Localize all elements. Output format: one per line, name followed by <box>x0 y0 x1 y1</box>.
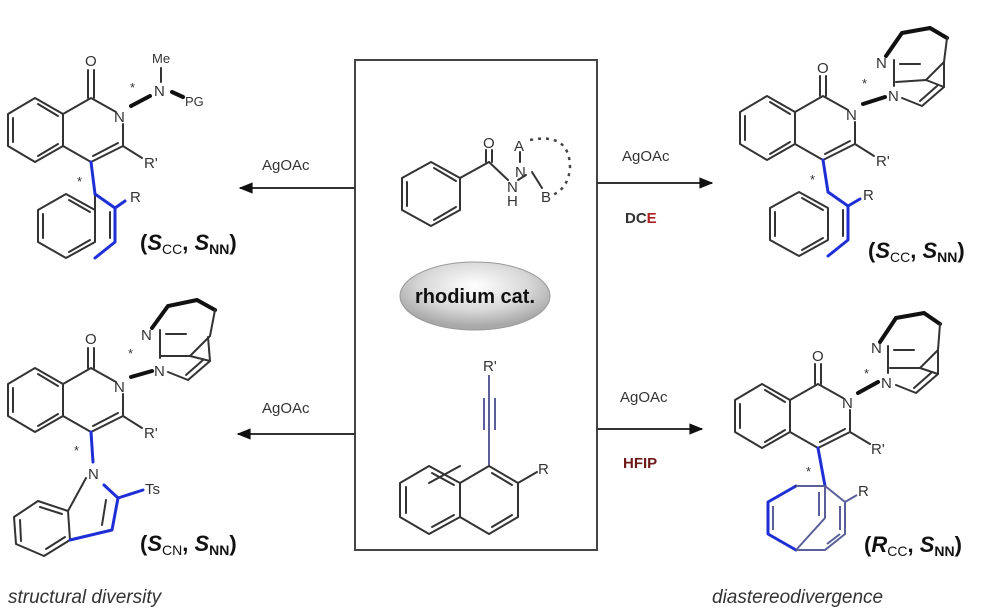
stereo-star: * <box>862 76 867 91</box>
stereo-configuration: (RCC, SNN) <box>864 532 962 559</box>
product-top-right: O N * N N R' * R (SCC, SNN) <box>739 25 965 265</box>
config-second: S <box>194 531 209 556</box>
atom-PG: PG <box>185 94 204 109</box>
atom-N-pyridine: N <box>141 327 152 344</box>
solvent-label-HFIP: HFIP <box>623 455 657 472</box>
atom-N-pyrrole: N <box>154 363 165 380</box>
stereo-configuration: (SCN, SNN) <box>140 531 237 558</box>
arrow-bottom-left: AgOAc <box>236 400 355 440</box>
atom-O: O <box>817 60 829 77</box>
atom-Me: Me <box>152 51 170 66</box>
config-first-sub: CC <box>162 241 182 257</box>
substrate-benzohydrazide: O N H N A B <box>401 135 572 227</box>
atom-N: N <box>154 83 165 100</box>
stereo-star: * <box>810 172 815 187</box>
stereo-star: * <box>806 464 811 479</box>
ring-dashed-arc <box>529 137 572 198</box>
atom-R: R <box>858 483 869 500</box>
config-second-sub: NN <box>209 241 229 257</box>
atom-R: R <box>130 189 141 206</box>
solvent-label-DCE: DCE <box>625 210 657 227</box>
product-top-left: O N * N Me PG R' * R (SCC, SNN) <box>7 51 237 260</box>
atom-O: O <box>483 135 495 152</box>
reagent-label: AgOAc <box>622 148 670 165</box>
atom-N: N <box>842 395 853 412</box>
config-second-sub: NN <box>209 542 229 558</box>
reagent-label: AgOAc <box>262 157 310 174</box>
solvent-text-highlight: E <box>647 210 657 227</box>
atom-N: N <box>846 107 857 124</box>
catalyst-label: rhodium cat. <box>415 286 535 308</box>
config-second-sub: NN <box>934 543 954 559</box>
reagent-label: AgOAc <box>262 400 310 417</box>
stereo-star: * <box>128 346 133 361</box>
atom-N-pyrrole: N <box>881 375 892 392</box>
atom-Rprime: R' <box>144 425 158 442</box>
config-first-sub: CC <box>890 249 910 265</box>
config-second: S <box>194 230 209 255</box>
atom-O: O <box>812 348 824 365</box>
atom-Rprime: R' <box>871 441 885 458</box>
config-second: S <box>920 532 935 557</box>
config-second-sub: NN <box>937 249 957 265</box>
stereo-configuration: (SCC, SNN) <box>140 230 237 257</box>
atom-Rprime: R' <box>144 155 158 172</box>
atom-Rprime: R' <box>876 153 890 170</box>
atom-O: O <box>85 53 97 70</box>
stereo-star: * <box>864 366 869 381</box>
config-first: S <box>875 238 890 263</box>
config-first: R <box>871 532 887 557</box>
atom-N-pyrrole: N <box>888 88 899 105</box>
atom-R: R <box>863 187 874 204</box>
caption-diastereodivergence: diastereodivergence <box>712 587 883 608</box>
atom-N: N <box>515 164 526 181</box>
atom-A: A <box>514 138 524 155</box>
product-bottom-left: O N * N N R' * N Ts (SCN, SNN) <box>7 297 237 558</box>
center-box: O N H N A B rhodium cat. R' R <box>354 59 598 551</box>
atom-Rprime: R' <box>483 358 497 375</box>
config-first: S <box>147 230 162 255</box>
catalyst-badge: rhodium cat. <box>399 261 551 331</box>
reagent-box-frame <box>354 59 598 551</box>
reagent-label: AgOAc <box>620 389 668 406</box>
stereo-star: * <box>74 443 79 458</box>
atom-O: O <box>85 331 97 348</box>
atom-N: N <box>114 379 125 396</box>
config-first: S <box>147 531 162 556</box>
config-first-sub: CC <box>887 543 907 559</box>
caption-structural-diversity: structural diversity <box>8 587 163 608</box>
atom-N: N <box>114 109 125 126</box>
stereo-star: * <box>77 174 82 189</box>
product-bottom-right: O N * N N R' * R (RCC, SNN) <box>734 310 962 559</box>
stereo-star: * <box>130 80 135 95</box>
solvent-text: DC <box>625 210 647 227</box>
atom-H: H <box>507 193 518 210</box>
arrow-top-left: AgOAc <box>238 157 355 194</box>
substrate-alkynyl-naphthalene: R' R <box>399 358 549 535</box>
atom-N-indole: N <box>88 466 99 483</box>
atom-R: R <box>538 461 549 478</box>
config-second: S <box>922 238 937 263</box>
arrow-top-right: AgOAc DCE <box>597 148 714 227</box>
arrow-bottom-right: AgOAc HFIP <box>597 389 704 472</box>
atom-N: N <box>507 179 518 196</box>
atom-N-pyridine: N <box>876 55 887 72</box>
atom-N-pyridine: N <box>871 340 882 357</box>
stereo-configuration: (SCC, SNN) <box>868 238 965 265</box>
config-first-sub: CN <box>162 542 182 558</box>
atom-Ts: Ts <box>145 481 160 498</box>
atom-B: B <box>541 189 551 206</box>
